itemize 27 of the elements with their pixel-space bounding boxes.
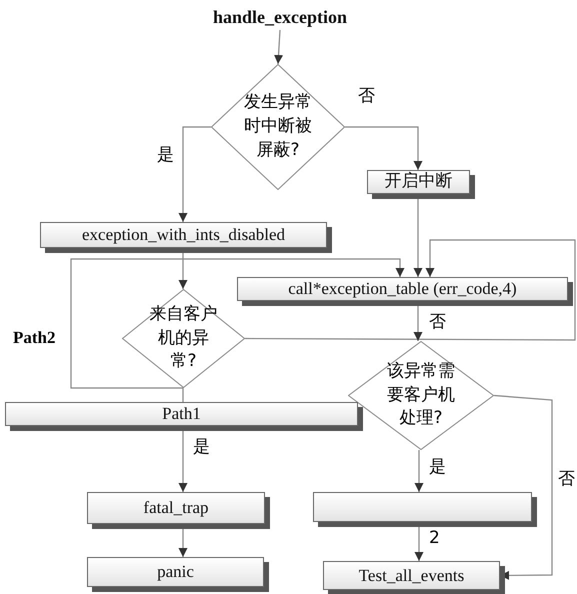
arrow bbox=[178, 126, 211, 222]
arrow bbox=[245, 239, 576, 341]
decision-diamond bbox=[122, 289, 245, 388]
arrow bbox=[494, 394, 553, 580]
step-label: panic bbox=[157, 562, 194, 582]
decision-question: 发生异常时中断被屏蔽? bbox=[243, 91, 313, 162]
edge-label: 否 bbox=[357, 87, 376, 106]
edge-label: 否 bbox=[428, 313, 447, 332]
arrow bbox=[345, 126, 422, 170]
step-label: 开启中断 bbox=[384, 172, 452, 192]
edge-label: 是 bbox=[192, 438, 211, 457]
entry-label: handle_exception bbox=[212, 6, 347, 28]
arrow bbox=[70, 258, 404, 389]
decision-diamond bbox=[211, 64, 345, 190]
arrow bbox=[414, 450, 424, 492]
step-label: fatal_trap bbox=[143, 498, 209, 518]
edge-label: 是 bbox=[156, 146, 175, 165]
step-label: call*exception_table (err_code,4) bbox=[288, 279, 517, 299]
edge-label: 是 bbox=[428, 458, 447, 477]
step-label: exception_with_ints_disabled bbox=[82, 225, 286, 245]
edge-label: 否 bbox=[557, 470, 576, 489]
decision-diamond bbox=[348, 341, 494, 450]
decision-question: 该异常需要客户机处理? bbox=[386, 360, 456, 430]
step-label: Test_all_events bbox=[358, 566, 464, 586]
decision-question: 来自客户机的异常? bbox=[148, 302, 218, 374]
step-label: Path1 bbox=[162, 404, 201, 424]
arrow bbox=[274, 30, 284, 64]
